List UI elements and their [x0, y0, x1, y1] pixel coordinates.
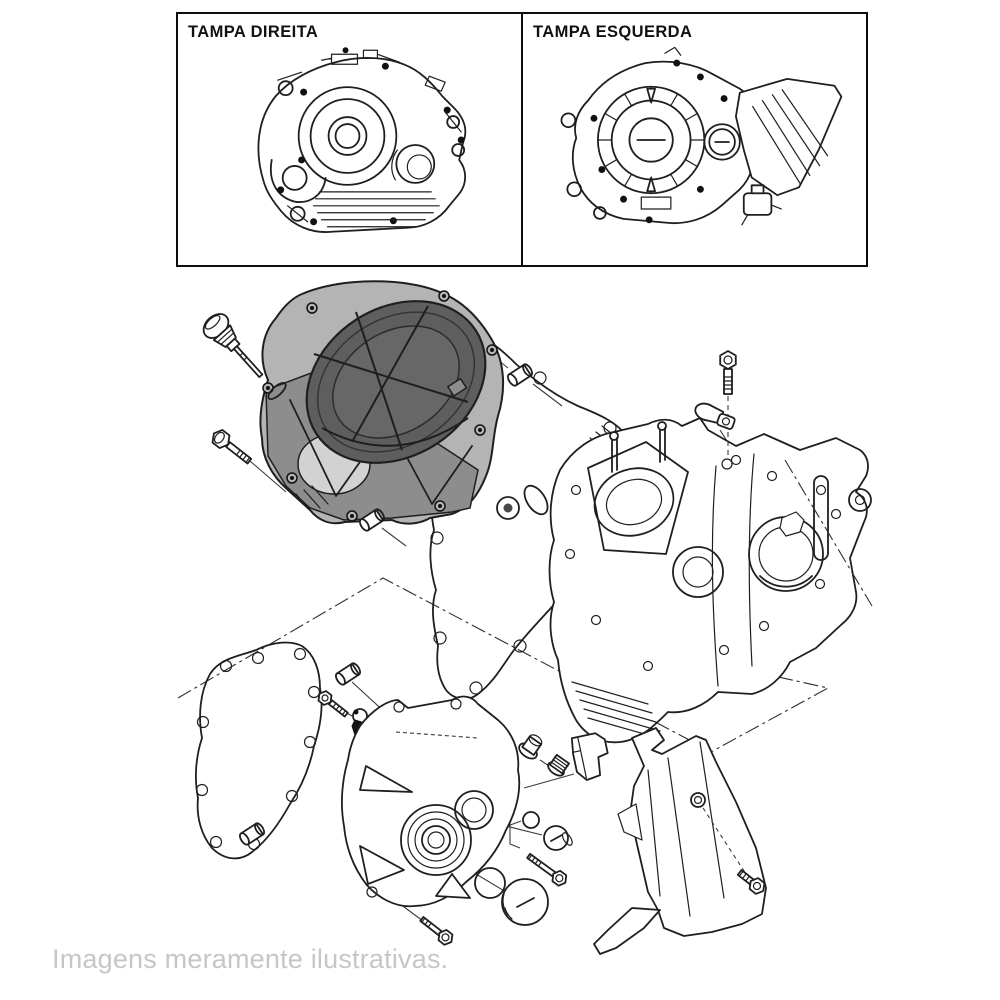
left-cover-panel-title: TAMPA ESQUERDA — [533, 23, 693, 41]
right-cover-drawing — [178, 47, 521, 265]
right-cover-panel-title: TAMPA DIREITA — [188, 23, 319, 41]
disclaimer-text: Imagens meramente ilustrativas. — [52, 944, 449, 974]
flange-bolt-long — [525, 851, 569, 888]
oil-seal — [497, 497, 519, 519]
left-cover-panel: TAMPA ESQUERDA — [523, 14, 866, 265]
dipstick-o-ring — [266, 380, 288, 401]
generator-gasket-holes — [197, 649, 320, 850]
cover-bolt-bottom — [418, 914, 456, 947]
dowel-pin-upper — [506, 363, 534, 387]
cover-flange-bolt — [209, 427, 254, 467]
exploded-view — [0, 278, 1000, 978]
pickup-sensor — [742, 185, 781, 224]
crankcase-bolt-holes — [566, 456, 841, 671]
sealing-plug — [516, 731, 546, 762]
cover-reference-box: TAMPA DIREITA — [176, 12, 868, 267]
switch-socket-screw — [316, 689, 350, 720]
crankcase-assembly — [550, 418, 873, 742]
timing-hole-cap — [544, 826, 574, 850]
right-crankcase-cover — [260, 278, 516, 524]
cover-bolt-bosses — [263, 291, 497, 521]
left-cover-drawing — [523, 14, 866, 265]
cable-clamp — [693, 401, 737, 430]
dowel-pin-left-upper — [334, 662, 362, 686]
o-ring-small — [523, 812, 539, 828]
generator-cover — [342, 697, 519, 907]
sprocket-cover — [594, 728, 766, 954]
generator-cover-gasket — [196, 643, 322, 859]
sprocket-cover-bolt — [735, 867, 767, 896]
oil-dipstick — [199, 309, 271, 385]
crankshaft-hole-cap — [502, 879, 548, 925]
rubber-grommet — [570, 732, 612, 782]
threaded-plug — [546, 754, 570, 778]
right-cover-panel: TAMPA DIREITA — [178, 14, 523, 265]
dowel-pin-lower — [358, 508, 386, 532]
dowel-pin-left-lower — [238, 822, 266, 846]
o-ring-large — [475, 868, 505, 898]
crankcase-socket-bolt — [720, 351, 736, 458]
